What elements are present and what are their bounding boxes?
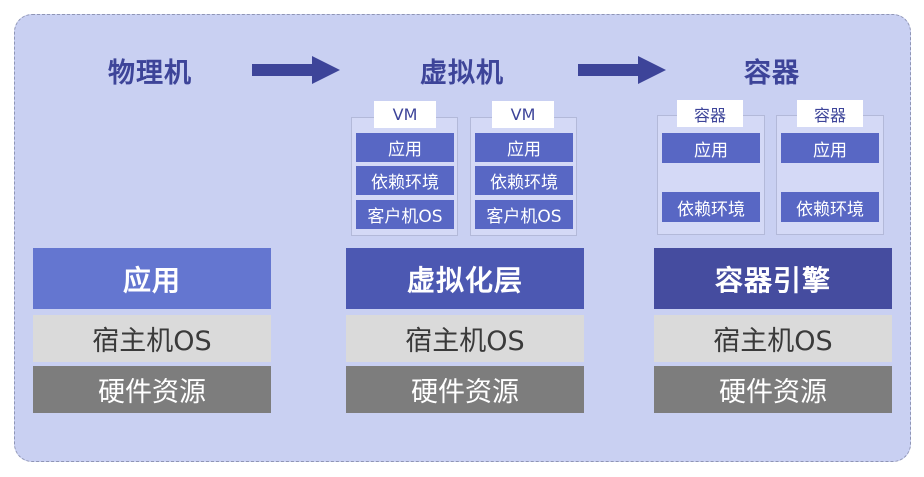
- hardware-layer: 硬件资源: [33, 366, 271, 413]
- vm-deps-layer: 依赖环境: [356, 166, 454, 195]
- container-deps-layer: 依赖环境: [781, 192, 879, 222]
- vm-app-layer: 应用: [475, 133, 573, 162]
- header-physical-machine: 物理机: [108, 57, 192, 89]
- arrow-right-icon: [252, 56, 340, 84]
- hardware-layer: 硬件资源: [346, 366, 584, 413]
- vm-app-layer: 应用: [356, 133, 454, 162]
- host-os-layer: 宿主机OS: [654, 315, 892, 362]
- vm-guest-os-layer: 客户机OS: [475, 200, 573, 229]
- header-virtual-machine: 虚拟机: [420, 57, 504, 89]
- container-tag: 容器: [797, 100, 863, 127]
- vm-deps-layer: 依赖环境: [475, 166, 573, 195]
- header-container: 容器: [744, 57, 800, 89]
- container-tag: 容器: [677, 100, 743, 127]
- physical-app-layer: 应用: [33, 248, 271, 309]
- vm-guest-os-layer: 客户机OS: [356, 200, 454, 229]
- host-os-layer: 宿主机OS: [33, 315, 271, 362]
- vm-tag: VM: [374, 101, 436, 128]
- container-app-layer: 应用: [662, 133, 760, 163]
- host-os-layer: 宿主机OS: [346, 315, 584, 362]
- container-deps-layer: 依赖环境: [662, 192, 760, 222]
- virtualization-layer: 虚拟化层: [346, 248, 584, 309]
- hardware-layer: 硬件资源: [654, 366, 892, 413]
- container-app-layer: 应用: [781, 133, 879, 163]
- container-engine-layer: 容器引擎: [654, 248, 892, 309]
- arrow-right-icon: [578, 56, 666, 84]
- vm-tag: VM: [492, 101, 554, 128]
